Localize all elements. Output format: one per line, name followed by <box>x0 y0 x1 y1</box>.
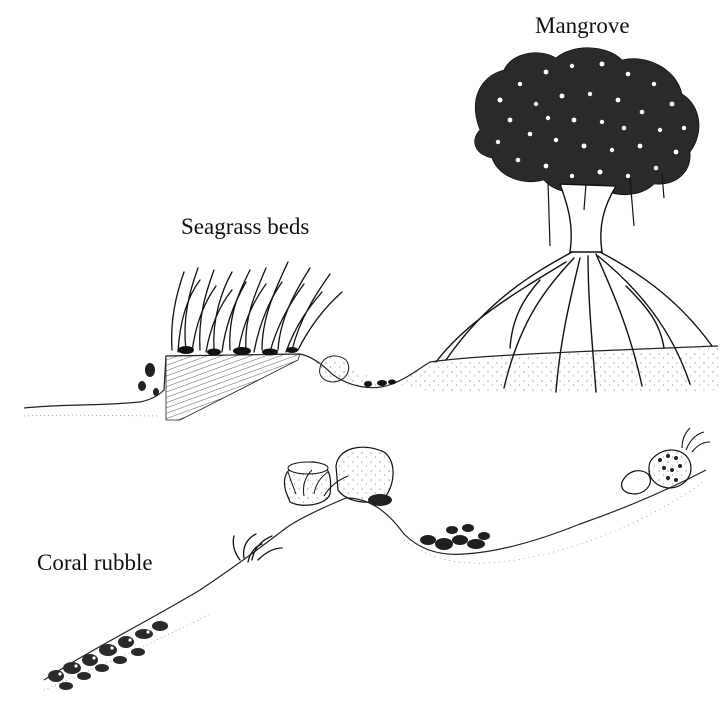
coral-heads <box>284 447 393 506</box>
rubble-slope-left <box>48 621 168 690</box>
mangrove-tree <box>436 48 712 392</box>
seagrass-beds-label: Seagrass beds <box>181 215 309 238</box>
seagrass-bed <box>138 262 342 420</box>
coral-rubble-label: Coral rubble <box>37 551 153 574</box>
rubble-patch-trough <box>420 524 490 550</box>
algae-tuft-left <box>233 534 282 562</box>
upper-shoreline-profile <box>24 346 718 416</box>
coral-cluster-right <box>622 428 710 494</box>
mangrove-label: Mangrove <box>535 14 630 37</box>
